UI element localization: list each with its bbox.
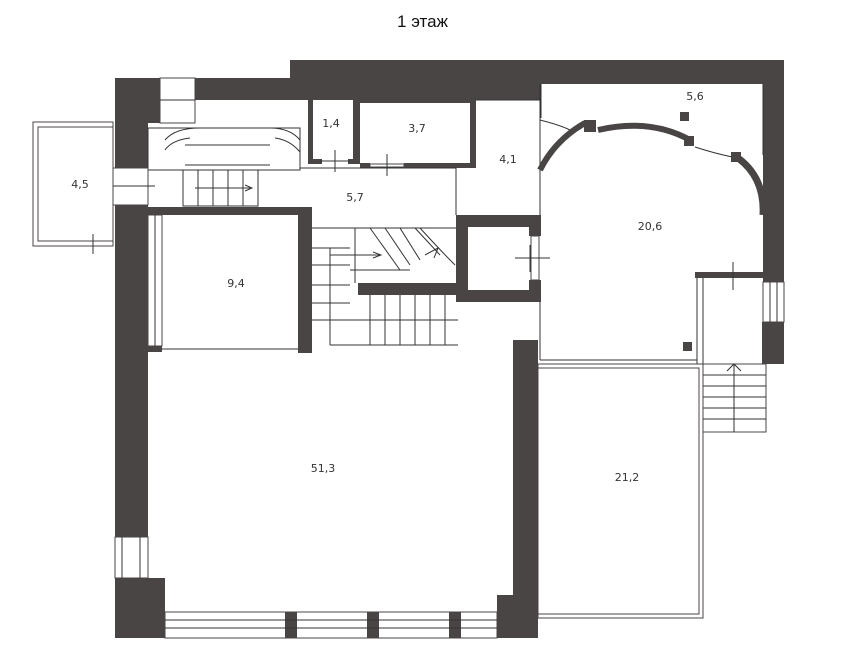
- room-area-4-5: 4,5: [71, 178, 89, 191]
- room-area-9-4: 9,4: [227, 277, 245, 290]
- room-4-1: [300, 84, 541, 215]
- room-20-6: [537, 84, 785, 365]
- stair-central: [148, 207, 458, 353]
- lift-core: [456, 215, 550, 302]
- stair-upper-left: [147, 77, 301, 207]
- room-area-5-7: 5,7: [346, 191, 364, 204]
- room-area-5-6: 5,6: [686, 90, 704, 103]
- room-area-20-6: 20,6: [638, 220, 663, 233]
- floor-title: 1 этаж: [397, 12, 448, 31]
- room-area-1-4: 1,4: [322, 117, 340, 130]
- room-walls-top: [308, 98, 476, 176]
- room-area-51-3: 51,3: [311, 462, 336, 475]
- room-9-4: [147, 214, 312, 353]
- entrance-left: [112, 167, 155, 206]
- room-area-4-1: 4,1: [499, 153, 517, 166]
- stair-exterior-right: [702, 363, 767, 433]
- room-area-21-2: 21,2: [615, 471, 640, 484]
- terrace-21-2: [537, 363, 704, 619]
- room-area-3-7: 3,7: [408, 122, 426, 135]
- window-left-lower: [114, 536, 149, 579]
- exterior-walls: [115, 60, 784, 638]
- window-bottom: [164, 611, 498, 639]
